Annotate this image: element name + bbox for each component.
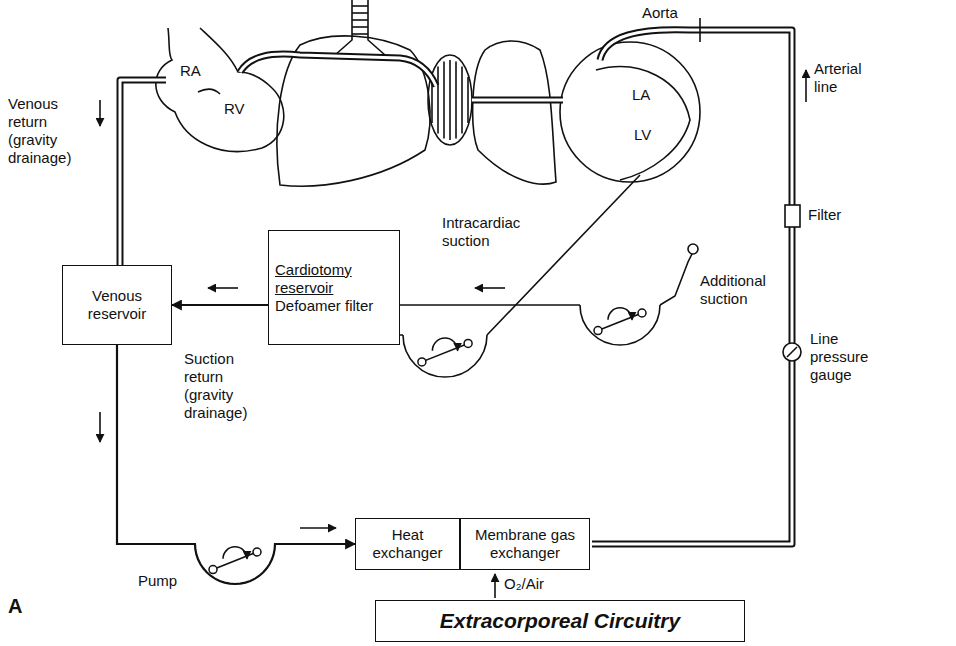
part-label: Venous return (gravity drainage) [8, 95, 93, 167]
roller-pumps [209, 305, 660, 574]
box-text: Defoamer filter [275, 297, 393, 315]
part-label: RV [224, 100, 245, 118]
flow-arrows [100, 70, 806, 598]
mitral-wall [596, 67, 690, 180]
process-box: Venous reservoir [62, 265, 172, 345]
part-label: LV [634, 126, 651, 144]
flow-line [172, 304, 268, 306]
lung [473, 41, 556, 184]
part-label: Aorta [642, 4, 678, 22]
box-text: Cardiotomy reservoir [275, 261, 393, 297]
pressure-gauge [783, 343, 801, 361]
caption: Extracorporeal Circuitry [440, 609, 680, 633]
process-box: Cardiotomy reservoirDefoamer filter [268, 230, 400, 345]
part-label: Filter [808, 206, 841, 224]
part-label: Line pressure gauge [810, 330, 890, 384]
septum [198, 89, 220, 94]
left-heart [560, 42, 700, 182]
filter-symbol [785, 205, 800, 227]
part-label: A [8, 594, 22, 618]
box-text: Membrane gas exchanger [467, 526, 583, 562]
part-label: O₂/Air [504, 575, 544, 593]
part-label: RA [180, 62, 201, 80]
capillary-lines [432, 60, 468, 140]
right-heart [156, 28, 284, 152]
process-box: Heat exchanger [355, 518, 460, 570]
part-label: Additional suction [700, 272, 785, 308]
capillary-bed [428, 55, 472, 145]
trachea-rings [352, 6, 368, 34]
trachea [335, 0, 385, 55]
box-text: Heat exchanger [362, 526, 453, 562]
box-text: Venous reservoir [69, 287, 165, 323]
caption-box: Extracorporeal Circuitry [375, 600, 745, 642]
process-box: Membrane gas exchanger [460, 518, 590, 570]
part-label: Pump [138, 572, 177, 590]
part-label: Suction return (gravity drainage) [184, 350, 266, 422]
part-label: LA [632, 86, 650, 104]
flow-line [117, 345, 355, 584]
part-label: Intracardiac suction [442, 214, 542, 250]
tubes [120, 18, 792, 544]
part-label: Arterial line [814, 60, 884, 96]
